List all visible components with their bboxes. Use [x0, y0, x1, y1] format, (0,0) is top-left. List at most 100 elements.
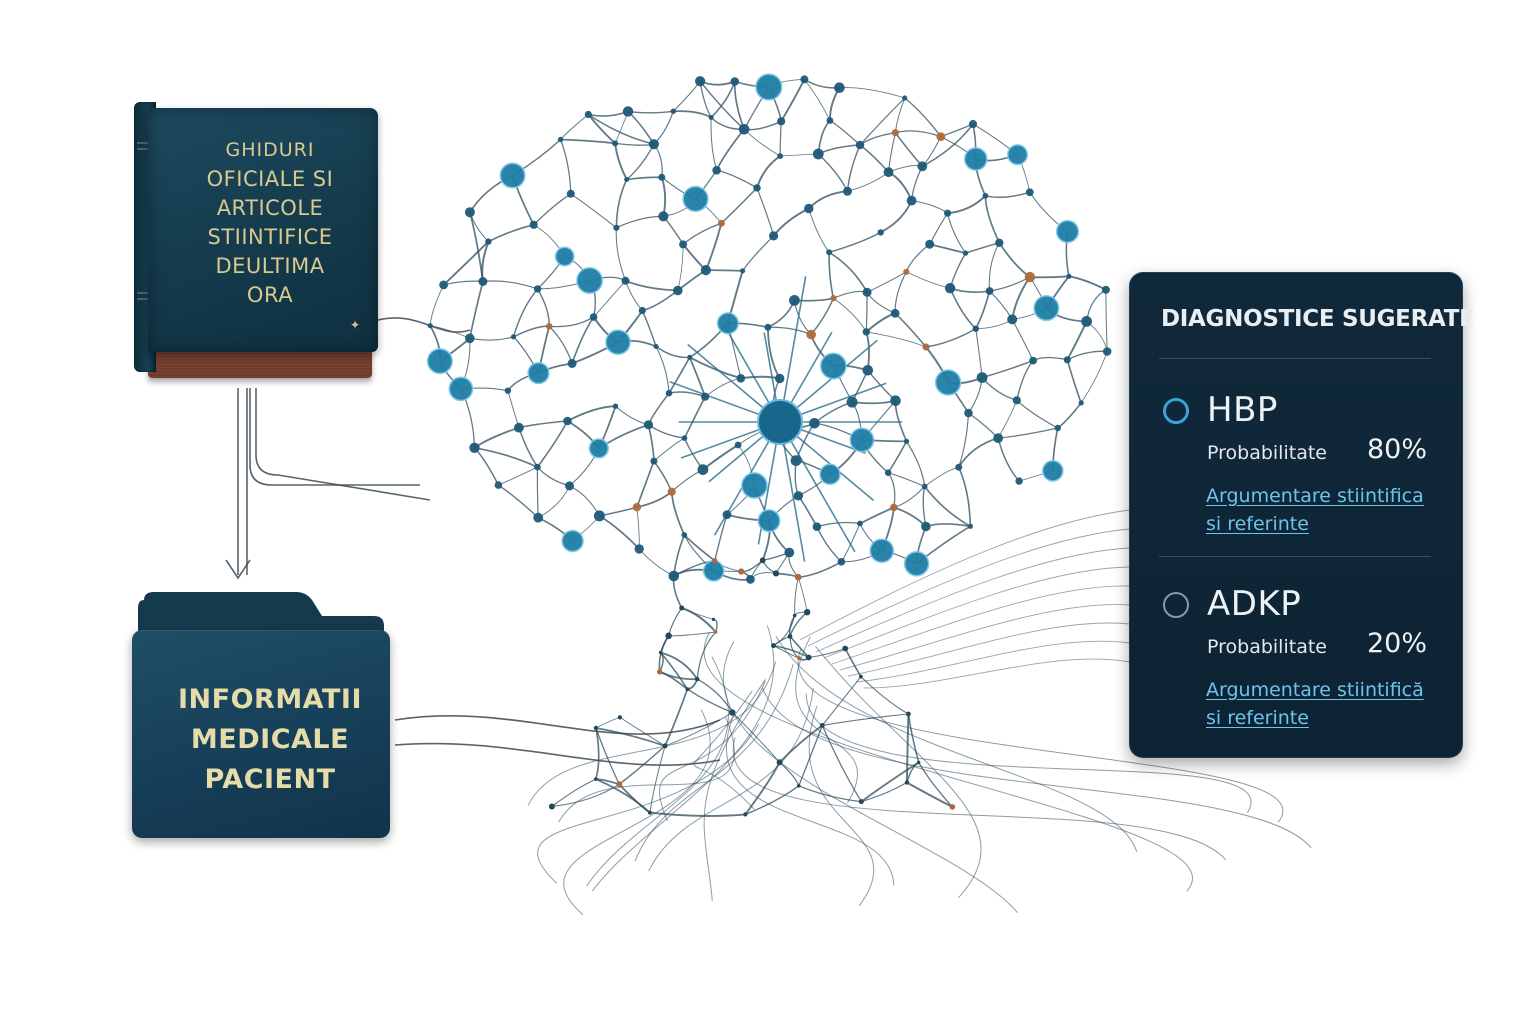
network-node: [427, 323, 433, 329]
network-node: [741, 472, 768, 499]
network-edge: [893, 506, 927, 528]
hub-spoke: [779, 276, 807, 423]
network-edge: [668, 607, 683, 636]
network-edge: [682, 243, 707, 271]
network-edge: [924, 466, 959, 487]
hub-spoke: [779, 421, 856, 553]
network-node: [687, 354, 693, 360]
network-node: [1012, 396, 1021, 405]
network-edge: [664, 688, 689, 747]
network-node: [510, 334, 517, 340]
network-edge: [780, 78, 806, 122]
network-edge: [615, 142, 655, 146]
network-edge: [560, 114, 589, 140]
network-node: [448, 376, 474, 402]
radio-unselected-icon[interactable]: [1163, 592, 1189, 618]
network-edge: [636, 460, 655, 508]
network-node: [834, 82, 845, 93]
evidence-link-line[interactable]: Argumentare stiintifica: [1206, 485, 1424, 507]
folder-label-line: PACIENT: [204, 764, 336, 795]
network-node: [793, 491, 804, 501]
sparkle-icon: ✦: [350, 318, 361, 332]
network-node: [797, 784, 801, 788]
network-edge: [887, 472, 896, 508]
connector-line: [377, 317, 471, 333]
network-edge: [929, 212, 949, 245]
network-node: [557, 136, 564, 143]
network-edge: [1016, 399, 1059, 429]
network-node: [772, 570, 780, 577]
evidence-link-line[interactable]: si referinte: [1206, 707, 1309, 729]
network-node: [714, 630, 718, 634]
network-node: [776, 759, 783, 766]
network-edge: [641, 310, 657, 347]
network-edge: [797, 495, 818, 528]
network-edge: [1068, 275, 1107, 291]
network-edge: [662, 215, 684, 245]
network-node: [565, 481, 574, 491]
network-node: [1078, 400, 1084, 406]
probability-value: 20%: [1366, 628, 1427, 659]
evidence-link-line[interactable]: si referinte: [1206, 513, 1309, 535]
book-title-line: STIINTIFICE: [207, 225, 333, 249]
network-edge: [968, 412, 999, 439]
evidence-link[interactable]: Argumentare stiintifica si referinte: [1206, 482, 1436, 538]
network-edge: [918, 762, 953, 808]
network-node: [1054, 424, 1062, 432]
network-edge: [921, 123, 974, 167]
network-node: [653, 344, 659, 349]
network-edge: [588, 110, 629, 117]
network-edge: [968, 377, 983, 414]
network-edge: [536, 466, 570, 487]
network-edge: [615, 405, 649, 426]
root-line: [703, 679, 767, 901]
evidence-link[interactable]: Argumentare stiintifică si referinte: [1206, 676, 1436, 732]
guidelines-book: GHIDURI OFICIALE SI ARTICOLE STIINTIFICE…: [134, 102, 378, 380]
network-node: [789, 295, 800, 306]
network-edge: [852, 399, 896, 405]
network-edge: [699, 80, 736, 86]
evidence-link-line[interactable]: Argumentare stiintifică: [1206, 679, 1424, 701]
network-node: [567, 359, 577, 368]
network-edge: [648, 424, 685, 439]
network-node: [632, 503, 642, 512]
network-edge: [696, 631, 717, 680]
network-edge: [844, 648, 862, 678]
network-node: [624, 177, 630, 182]
suggested-diagnoses-panel: DIAGNOSTICE SUGERATE HBP Probabilitate 8…: [1129, 272, 1475, 758]
network-edge: [958, 412, 970, 468]
network-edge: [653, 460, 673, 492]
network-edge: [615, 227, 627, 281]
network-node: [685, 687, 690, 692]
network-node: [917, 760, 921, 765]
network-edge: [906, 781, 953, 808]
hub-spoke: [779, 421, 806, 562]
flow-connectors: [225, 317, 721, 766]
network-edge: [778, 724, 823, 763]
network-node: [784, 547, 795, 558]
network-edge: [671, 469, 704, 493]
network-node: [665, 389, 673, 397]
network-node: [657, 669, 663, 675]
network-node: [1066, 273, 1072, 279]
network-node: [708, 115, 714, 120]
network-edge: [699, 81, 712, 118]
network-edge: [567, 405, 616, 422]
network-node: [790, 455, 802, 466]
network-edge: [905, 713, 910, 783]
network-node: [862, 287, 872, 297]
network-node: [830, 295, 837, 302]
network-edge: [905, 243, 931, 273]
network-edge: [997, 400, 1018, 439]
network-edge: [804, 79, 831, 121]
network-node: [658, 173, 666, 181]
network-node: [712, 166, 721, 175]
network-edge: [794, 577, 799, 616]
network-edge: [636, 507, 640, 549]
radio-selected-icon[interactable]: [1163, 398, 1189, 424]
network-node: [800, 75, 809, 84]
network-edge: [699, 80, 745, 130]
network-node: [792, 613, 797, 618]
network-edge: [618, 745, 666, 785]
network-edge: [767, 300, 796, 329]
